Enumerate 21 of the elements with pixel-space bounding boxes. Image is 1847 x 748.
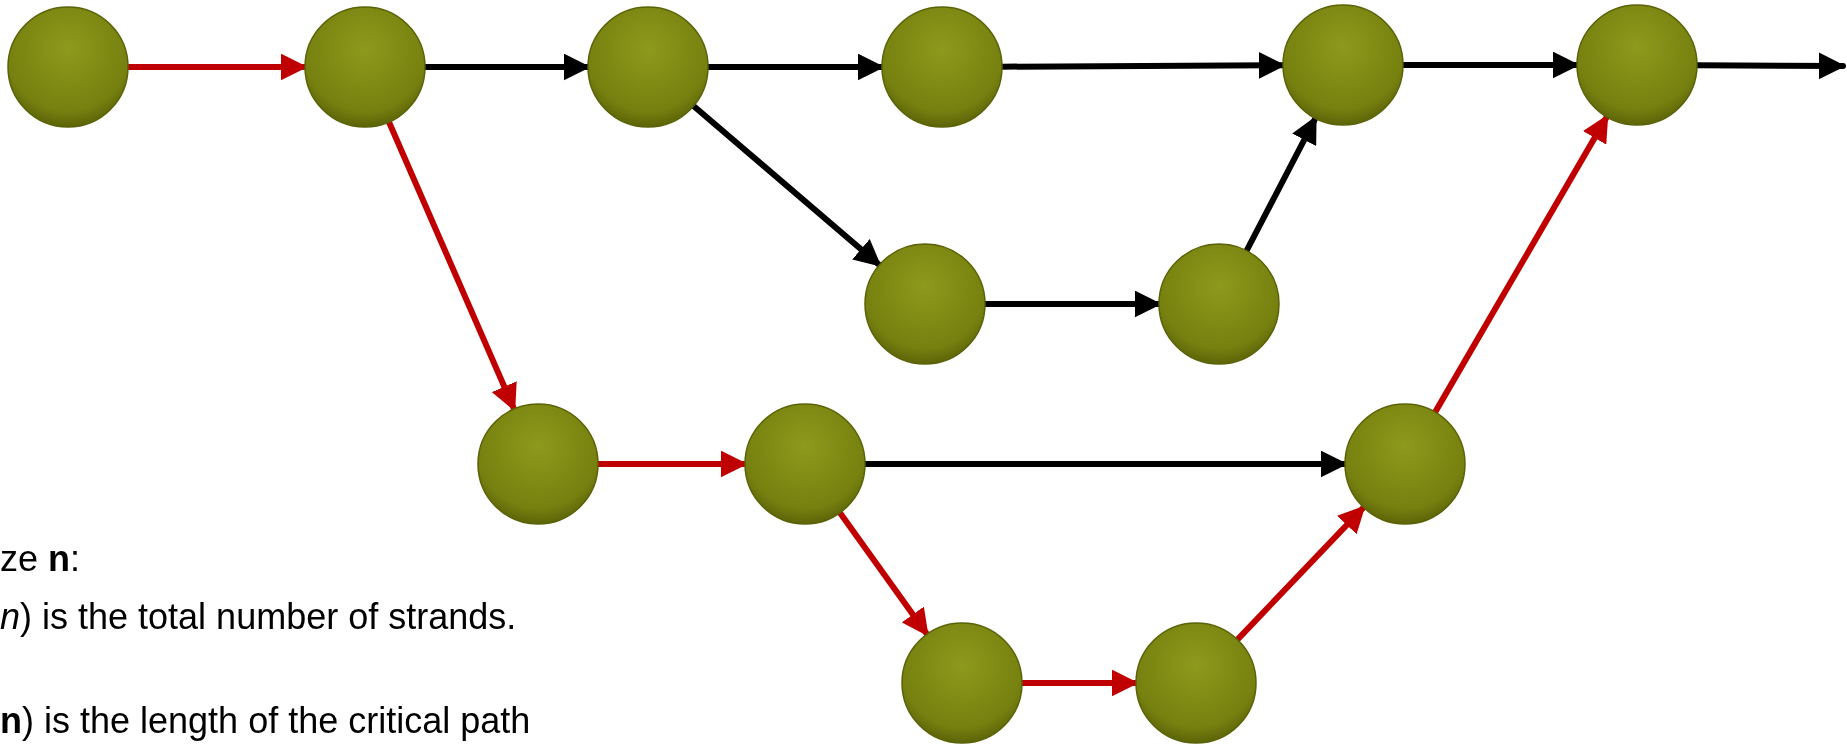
circle-node — [1158, 243, 1280, 365]
arrow — [385, 119, 518, 412]
circle-node — [1576, 4, 1698, 126]
text-line: n) is the length of the critical path — [0, 700, 531, 742]
circle-node — [744, 403, 866, 525]
circle-node — [864, 243, 986, 365]
arrow — [1234, 504, 1367, 643]
circle-node — [1282, 4, 1404, 126]
arrow — [1243, 115, 1319, 254]
arrow — [690, 103, 883, 268]
circle-node — [881, 6, 1003, 128]
text-line: ze n: — [0, 538, 81, 580]
circle-node — [587, 6, 709, 128]
circle-node — [1344, 403, 1466, 525]
circle-node — [304, 6, 426, 128]
circle-node — [7, 6, 129, 128]
circle-node — [477, 403, 599, 525]
arrow — [836, 509, 931, 638]
circle-node — [901, 622, 1023, 744]
circle-node — [1135, 622, 1257, 744]
text-line: n) is the total number of strands. — [0, 596, 517, 638]
